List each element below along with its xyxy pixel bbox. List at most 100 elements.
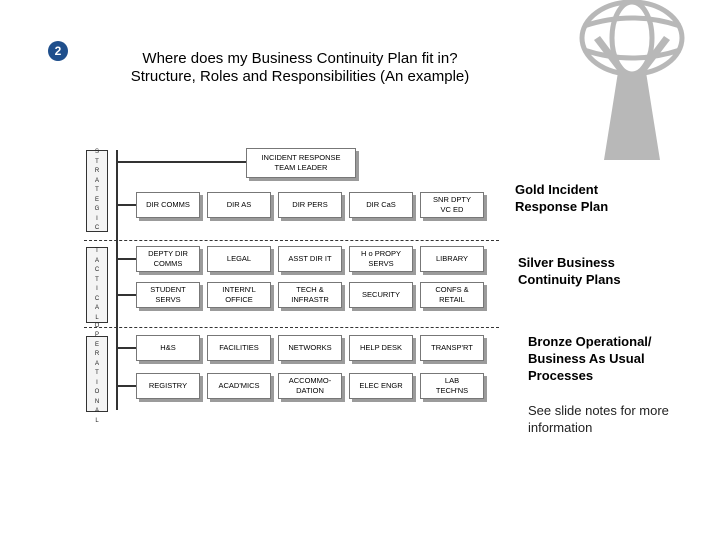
title-line-2: Structure, Roles and Responsibilities (A… [130,68,470,85]
gold-plan-line-1: Gold Incident [515,182,599,197]
role-line-2: VC ED [440,205,464,214]
role-box: ACCOMMO-DATION [278,373,342,399]
connector-strategic [116,204,136,206]
tier-letter: I [96,215,98,222]
role-line-1: CONFS & [435,285,469,294]
tier-divider-2 [84,327,499,328]
role-line-1: REGISTRY [148,381,188,390]
role-line-1: ACCOMMO- [288,376,332,385]
statue-illustration [579,0,685,160]
silver-plan-line-1: Silver Business [518,255,615,270]
role-line-1: LAB [444,376,460,385]
silver-plan-line-2: Continuity Plans [518,272,621,287]
note-line-2: information [528,420,593,435]
role-box: TECH &INFRASTR [278,282,342,308]
bronze-line-2: Business As Usual [528,351,645,366]
role-line-2: OFFICE [225,295,253,304]
role-box: ASST DIR IT [278,246,342,272]
tier-letter: S [94,149,99,156]
role-line-1: DIR CaS [366,200,396,209]
tier-letter: O [94,322,100,329]
tier-letter: R [94,168,100,175]
tier-letter: T [95,158,99,165]
tier-letter: A [94,305,99,311]
tier-letter: I [96,379,98,386]
role-line-2: TECH'NS [435,386,469,395]
role-line-1: HELP DESK [360,343,402,352]
gold-plan-line-2: Response Plan [515,199,609,214]
role-line-1: H&S [160,343,176,352]
role-line-1: SNR DPTY [433,195,471,204]
tier-letter: L [95,417,99,424]
connector-operational-1 [116,347,136,349]
tier-letter: R [94,351,100,358]
tier-letter: I [96,286,98,292]
tier-letter: N [94,398,100,405]
role-line-1: DIR AS [226,200,252,209]
role-line-1: FACILITIES [219,343,259,352]
tier-letter: T [95,276,99,283]
tier-letter: A [94,257,99,264]
connector-leader [116,161,247,163]
role-line-2: SERVS [368,259,394,268]
role-line-1: DEPTY DIR [148,249,188,258]
role-box: REGISTRY [136,373,200,399]
role-line-1: ACAD'MICS [218,381,260,390]
role-box: LIBRARY [420,246,484,272]
role-box: CONFS &RETAIL [420,282,484,308]
role-line-2: COMMS [153,259,183,268]
role-box: NETWORKS [278,335,342,361]
tier-letter: O [94,389,100,396]
role-line-1: ASST DIR IT [288,254,332,263]
tier-letter: P [94,332,99,339]
role-line-2: INFRASTR [291,295,329,304]
role-line-1: ELEC ENGR [359,381,403,390]
tier-letter: A [94,177,99,184]
role-box: ELEC ENGR [349,373,413,399]
bronze-line-3: Processes [528,368,594,383]
tier-letter: T [95,187,99,194]
tier-letter: C [94,295,100,302]
role-box: SECURITY [349,282,413,308]
incident-response-team-leader-box: INCIDENT RESPONSE TEAM LEADER [246,148,356,178]
role-line-1: LIBRARY [436,254,468,263]
title-line-1: Where does my Business Continuity Plan f… [142,50,458,67]
leader-line-1: INCIDENT RESPONSE [261,153,341,162]
slide-title: Where does my Business Continuity Plan f… [70,50,530,86]
role-box: DIR COMMS [136,192,200,218]
connector-tactical-1 [116,258,136,260]
role-line-2: DATION [296,386,324,395]
role-line-2: RETAIL [439,295,465,304]
connector-operational-2 [116,385,136,387]
slide-number-badge: 2 [48,41,68,61]
leader-line-2: TEAM LEADER [274,163,328,172]
note-line-1: See slide notes for more [528,403,669,418]
role-line-1: NETWORKS [288,343,332,352]
role-box: LEGAL [207,246,271,272]
tier-letter: C [94,225,100,232]
role-box: TRANSP'RT [420,335,484,361]
role-line-1: DIR COMMS [146,200,190,209]
role-line-1: TRANSP'RT [431,343,473,352]
tier-divider-1 [84,240,499,241]
role-box: DIR AS [207,192,271,218]
tier-letter: L [95,314,99,321]
tier-letter: T [95,248,99,254]
gold-plan-label: Gold Incident Response Plan [515,181,608,215]
role-line-1: LEGAL [226,254,252,263]
role-line-1: H o PROPY [360,249,401,258]
role-line-1: INTERN'L [222,285,256,294]
tier-letter: T [95,370,99,377]
role-line-1: DIR PERS [292,200,328,209]
role-box: ACAD'MICS [207,373,271,399]
role-line-2: SERVS [155,295,181,304]
tier-letter: E [94,341,99,348]
bronze-line-1: Bronze Operational/ [528,334,652,349]
tier-letter: A [94,360,99,367]
